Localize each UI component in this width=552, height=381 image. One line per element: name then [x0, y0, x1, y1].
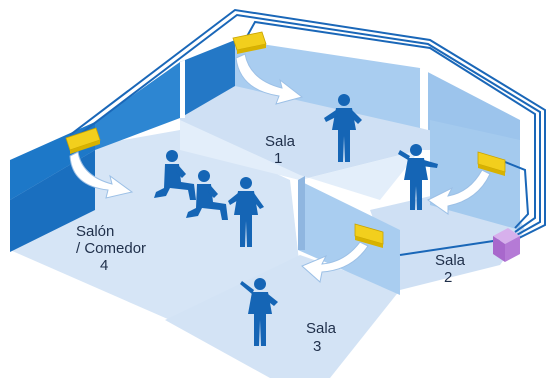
person-standing-icon — [398, 144, 438, 210]
airflow-arrows — [69, 53, 491, 283]
outdoor-condenser-icon — [493, 228, 520, 262]
pipe-3 — [244, 20, 536, 233]
airflow-arrow-icon — [235, 53, 304, 105]
split-ac-unit-icon — [232, 31, 267, 54]
room-labels: Sala 1 Sala 2 Sala 3 Salón / Comedor 4 — [76, 133, 466, 355]
room-label-sala-3: Sala — [306, 320, 337, 337]
room-number-sala-3: 3 — [313, 338, 321, 355]
room-number-sala-1: 1 — [274, 150, 282, 167]
wall-salon-back-right — [95, 62, 180, 150]
room-label-sala-1: Sala — [265, 133, 296, 150]
room-number-sala-2: 2 — [444, 269, 452, 286]
split-ac-unit-icon — [354, 223, 384, 248]
airflow-arrow-icon — [301, 241, 369, 283]
room-label-comedor: / Comedor — [76, 240, 146, 257]
pipe-4 — [494, 157, 530, 229]
room-label-salon: Salón — [76, 223, 114, 240]
wall-partition-sala3 — [298, 180, 400, 295]
airflow-arrow-icon — [427, 169, 491, 215]
split-ac-unit-icon — [65, 127, 101, 154]
wall-sala1-left — [180, 40, 235, 118]
indoor-units — [65, 31, 506, 248]
person-standing-icon — [228, 177, 264, 247]
corridor-pillar-1 — [180, 60, 185, 118]
corridor — [180, 120, 420, 200]
wall-partition-front — [298, 176, 305, 250]
person-seated-icon — [154, 150, 196, 200]
room-label-sala-2: Sala — [435, 252, 466, 269]
floor-sala-3 — [165, 255, 400, 378]
pipe-1 — [69, 8, 546, 241]
walls — [10, 40, 520, 295]
airflow-arrow-icon — [69, 151, 134, 199]
room-number-salon: 4 — [100, 257, 108, 274]
floor-plan — [10, 68, 525, 378]
wall-salon-back — [10, 150, 95, 252]
pipe-5 — [399, 239, 501, 256]
wall-sala1-back — [235, 40, 420, 128]
person-standing-icon — [240, 278, 278, 346]
refrigerant-pipes — [69, 8, 546, 256]
person-standing-icon — [324, 94, 362, 162]
pipe-2 — [74, 13, 541, 237]
corridor-pillar-2 — [420, 68, 428, 130]
person-seated-icon — [186, 170, 228, 220]
split-ac-unit-icon — [477, 151, 506, 176]
people — [154, 94, 438, 346]
